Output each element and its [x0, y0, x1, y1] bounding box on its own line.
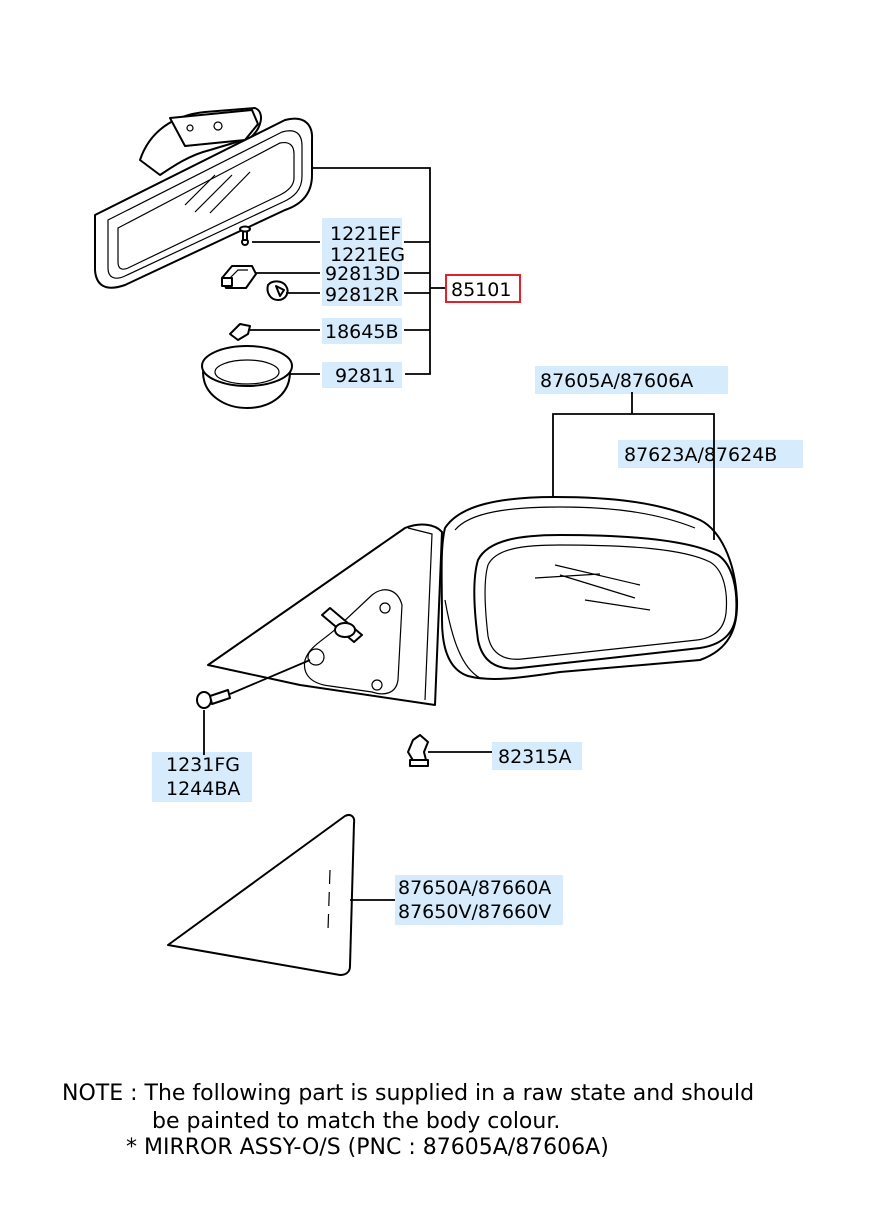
clip-92812r-icon — [266, 280, 289, 301]
note-line-1: NOTE : The following part is supplied in… — [62, 1081, 754, 1106]
label-highlights — [152, 218, 803, 925]
pad-18645b-icon — [229, 323, 251, 341]
part-label-82315a: 82315A — [498, 746, 571, 768]
part-label-87650a: 87650A/87660A — [398, 877, 551, 899]
exterior-mirror-leaders — [203, 392, 715, 755]
part-label-92813d: 92813D — [325, 263, 400, 285]
part-label-92811: 92811 — [335, 365, 395, 387]
screw-1221-icon — [239, 225, 251, 246]
note-line-3: * MIRROR ASSY-O/S (PNC : 87605A/87606A) — [126, 1135, 609, 1160]
interior-mirror-leaders — [250, 167, 446, 375]
part-label-85101[interactable]: 85101 — [451, 279, 511, 301]
part-label-18645b: 18645B — [325, 321, 398, 343]
garnish-illustration — [167, 813, 356, 976]
part-label-87650v: 87650V/87660V — [398, 901, 551, 923]
part-label-92812r: 92812R — [325, 284, 399, 306]
part-label-1221ef: 1221EF — [330, 223, 401, 245]
part-label-1221eg: 1221EG — [330, 244, 405, 266]
assembly-85101-box[interactable] — [445, 274, 521, 303]
part-label-87623a: 87623A/87624B — [624, 444, 777, 466]
interior-mirror-illustration — [94, 107, 314, 289]
bolt-1231fg-icon — [196, 689, 231, 709]
part-label-1231fg: 1231FG — [166, 754, 240, 776]
part-label-87605a: 87605A/87606A — [540, 370, 693, 392]
part-label-1244ba: 1244BA — [166, 778, 240, 800]
cover-92811-icon — [201, 345, 293, 409]
exterior-mirror-illustration — [207, 496, 739, 706]
clip-92813d-icon — [221, 265, 257, 289]
note-line-2: be painted to match the body colour. — [152, 1109, 560, 1134]
clip-82315a-icon — [407, 734, 429, 767]
